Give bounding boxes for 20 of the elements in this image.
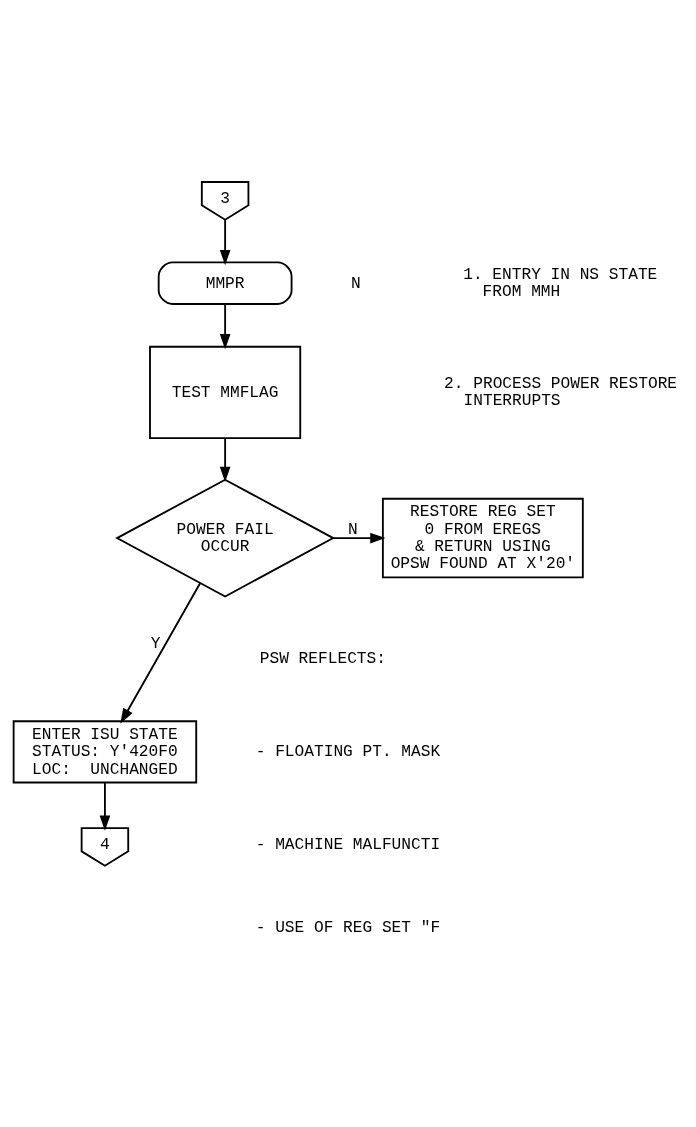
- arrow: [331, 532, 385, 544]
- arrow: [219, 218, 230, 266]
- node-box: ENTER ISU STATE STATUS: Y'420F0 LOC: UNCHANGED: [12, 720, 197, 784]
- label: - MACHINE MALFUNCTI: [255, 836, 440, 855]
- edge-label: Y: [150, 634, 161, 653]
- label: - FLOATING PT. MASK: [255, 743, 440, 762]
- label: PSW REFLECTS:: [259, 650, 386, 669]
- arrow: [219, 303, 230, 350]
- node-diamond: POWER FAIL OCCUR: [114, 478, 335, 598]
- edge-label: N: [347, 520, 358, 539]
- label: 2. PROCESS POWER RESTORE INTERRUPTS: [443, 375, 677, 411]
- arrow: [119, 582, 201, 724]
- arrow: [99, 781, 110, 831]
- node-box: RESTORE REG SET 0 FROM EREGS & RETURN USING OPSW FOUND AT X'20': [381, 497, 584, 579]
- label: 1. ENTRY IN NS STATE FROM MMH: [462, 265, 657, 302]
- arrow: [219, 437, 230, 482]
- label: - USE OF REG SET "F: [255, 919, 440, 938]
- node-box: TEST MMFLAG: [148, 345, 301, 440]
- label: N: [350, 274, 361, 293]
- node-box: MMPR: [157, 261, 292, 305]
